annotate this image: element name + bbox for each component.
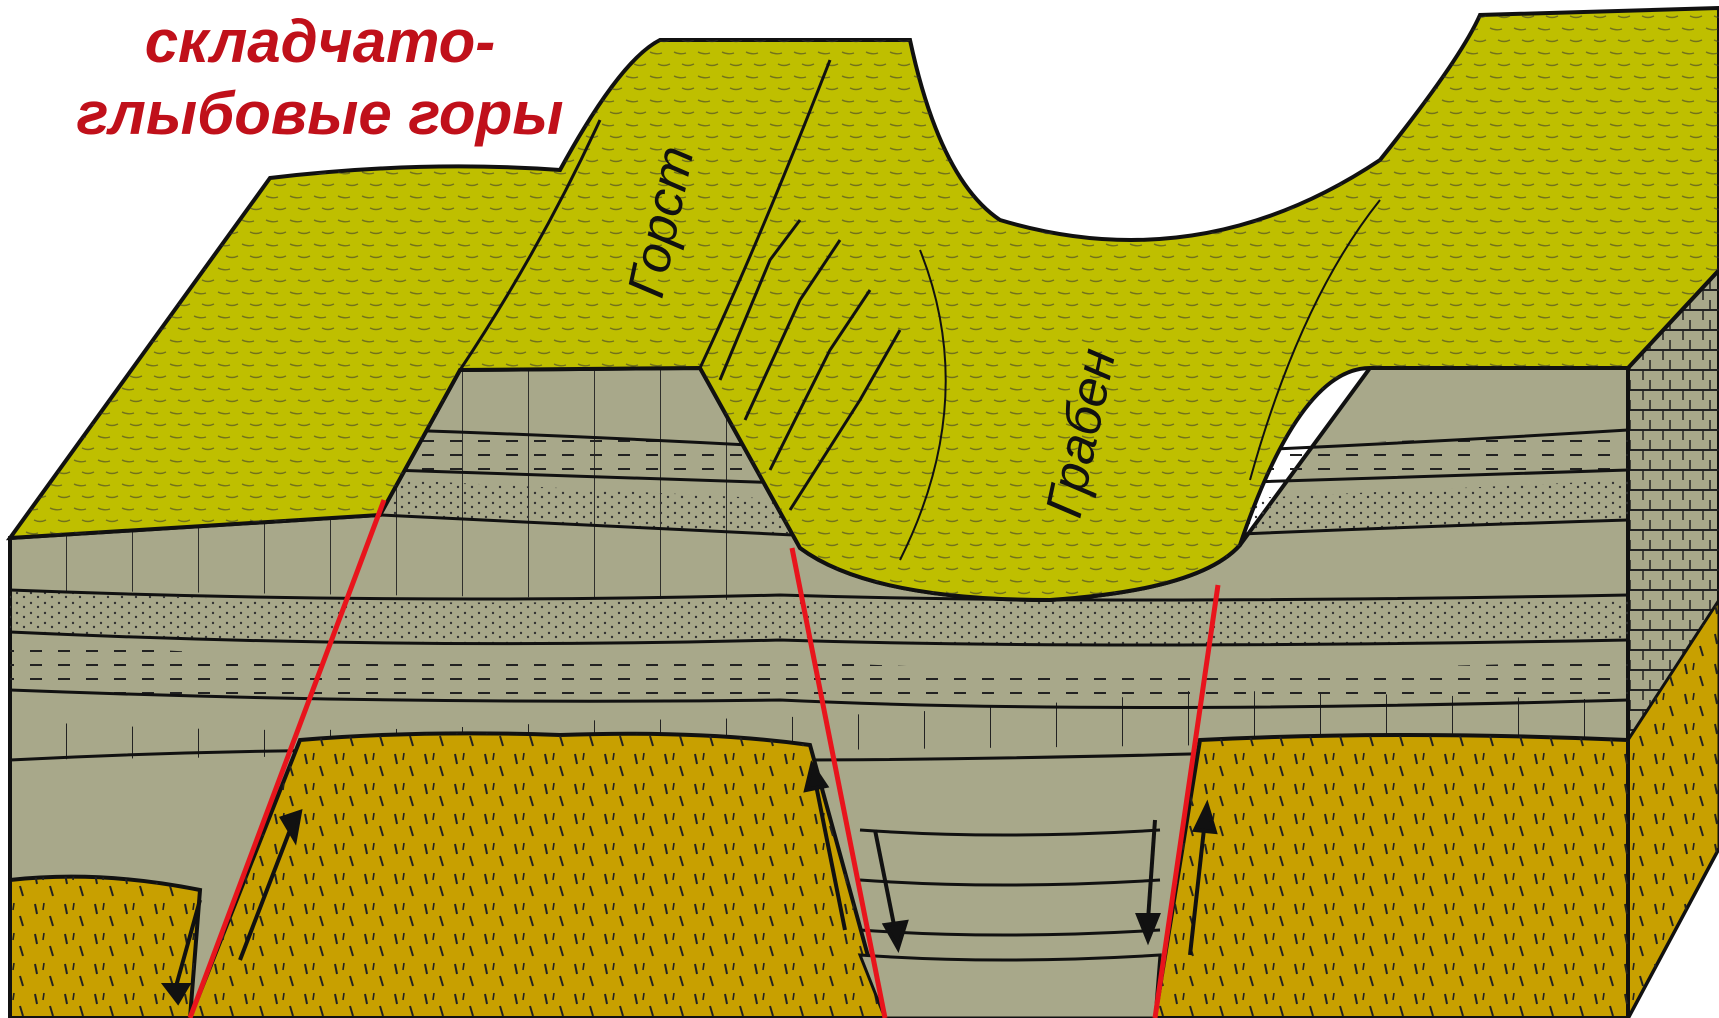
basement-graben-floor: [860, 955, 1160, 1018]
right-side-face: [1628, 270, 1719, 1018]
basement-right: [1155, 735, 1628, 1018]
basement-left: [10, 877, 200, 1018]
basement-horst: [190, 733, 885, 1018]
